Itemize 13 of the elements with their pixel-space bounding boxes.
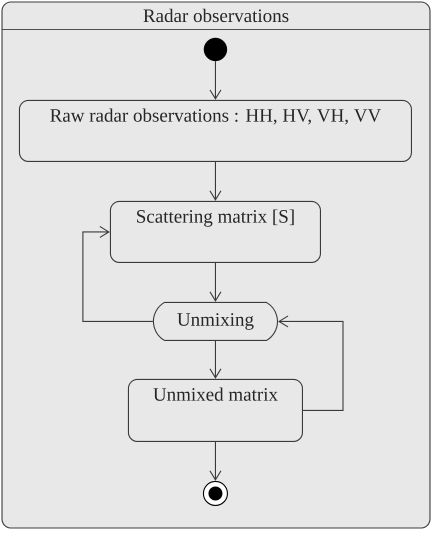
arrow bbox=[209, 61, 222, 100]
initial-node bbox=[204, 38, 228, 62]
arrow bbox=[82, 226, 153, 322]
action-box: Scattering matrix [S] bbox=[110, 200, 321, 263]
action-box: Raw radar observations : HH, HV, VH, VV bbox=[18, 100, 412, 162]
action-box: Unmixed matrix bbox=[128, 378, 303, 442]
arrow bbox=[209, 442, 222, 481]
arrow bbox=[209, 162, 222, 201]
action-pill: Unmixing bbox=[152, 302, 278, 341]
arrow bbox=[209, 341, 222, 379]
arrow bbox=[278, 315, 344, 411]
final-node bbox=[202, 480, 228, 506]
arrow bbox=[209, 263, 222, 302]
